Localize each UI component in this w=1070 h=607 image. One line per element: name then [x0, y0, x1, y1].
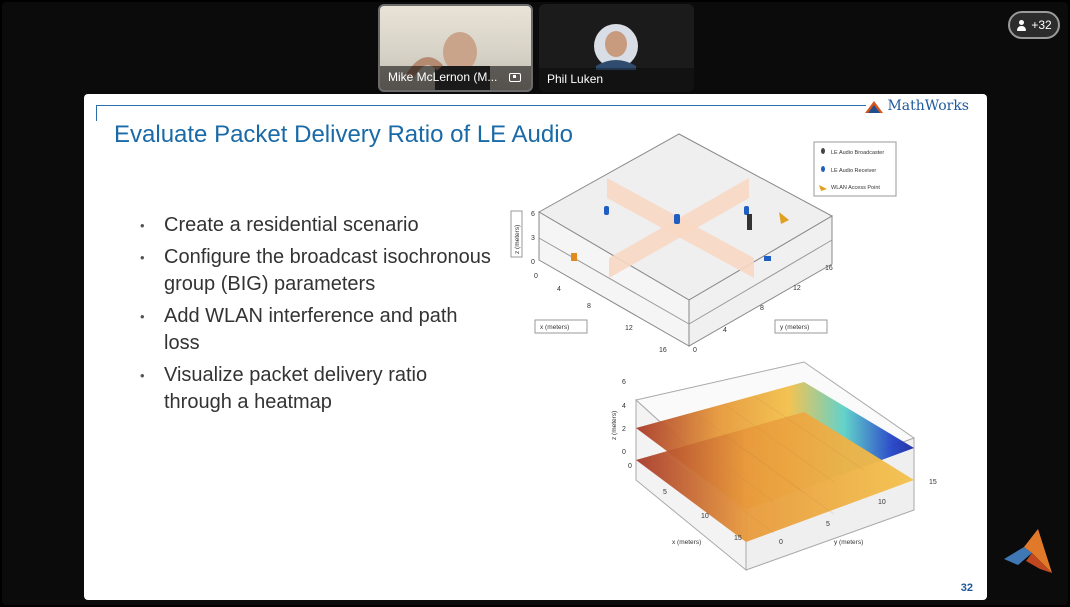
- receiver-device: [744, 206, 749, 215]
- face: [443, 32, 477, 72]
- access-point-legend-icon: [819, 185, 827, 191]
- floor-line: [538, 237, 690, 325]
- y-tick: 0: [693, 347, 697, 354]
- z-tick: 6: [531, 211, 535, 218]
- side-wall: [688, 215, 833, 347]
- receiver-device: [764, 256, 771, 261]
- floor-line: [688, 239, 833, 325]
- access-point-device: [571, 253, 577, 261]
- x-tick: 8: [587, 303, 591, 310]
- participant-name: Phil Luken: [547, 72, 604, 86]
- receiver-device: [674, 214, 680, 224]
- x-tick: 16: [659, 347, 667, 354]
- x-tick: 10: [701, 513, 709, 520]
- name-bar: [539, 68, 694, 92]
- y-axis-label: y (meters): [834, 539, 863, 546]
- broadcaster-legend-icon: [821, 148, 825, 154]
- receiver-legend-icon: [821, 166, 825, 172]
- scene-legend: [813, 141, 897, 197]
- video-tile-mike[interactable]: Mike McLernon (M...: [378, 4, 533, 92]
- y-tick: 10: [878, 499, 886, 506]
- x-tick: 0: [534, 273, 538, 280]
- x-axis-label: x (meters): [672, 539, 701, 546]
- x-tick: 5: [663, 489, 667, 496]
- screen-share-icon: [509, 73, 521, 82]
- y-axis-label: y (meters): [780, 324, 809, 331]
- participant-name: Mike McLernon (M...: [388, 70, 498, 84]
- z-tick: 4: [622, 403, 626, 410]
- z-tick: 6: [622, 379, 626, 386]
- y-tick: 0: [779, 539, 783, 546]
- grid-lines: [663, 395, 865, 534]
- matlab-logo-icon: [1004, 529, 1052, 573]
- video-tile-phil[interactable]: Phil Luken: [539, 4, 694, 92]
- legend-label: LE Audio Receiver: [831, 168, 876, 174]
- y-tick: 15: [929, 479, 937, 486]
- torso: [596, 60, 636, 70]
- person-icon: [1016, 19, 1027, 31]
- logo-text: MathWorks: [887, 98, 969, 114]
- interior-wall: [609, 178, 749, 278]
- y-label-box: [774, 319, 828, 334]
- x-tick: 0: [628, 463, 632, 470]
- pdr-heatmap: 6 4 2 0 z (meters) 0 5 10 15 x (meters) …: [611, 361, 937, 572]
- heatmap-lower-layer: [636, 412, 914, 542]
- participants-button[interactable]: +32: [1008, 11, 1060, 39]
- z-axis-label: z (meters): [611, 411, 618, 440]
- participant-video: [594, 24, 638, 70]
- page-number: 32: [960, 582, 973, 594]
- z-tick: 2: [622, 426, 626, 433]
- y-tick: 5: [826, 521, 830, 528]
- y-tick: 16: [825, 265, 833, 272]
- z-label-box: [510, 210, 523, 258]
- header-rule-tick: [96, 105, 97, 121]
- legend-label: WLAN Access Point: [831, 185, 880, 191]
- z-tick: 0: [531, 259, 535, 266]
- y-tick: 4: [723, 327, 727, 334]
- shared-slide: MathWorks Evaluate Packet Delivery Ratio…: [84, 94, 987, 600]
- face: [605, 31, 627, 57]
- y-tick: 12: [793, 285, 801, 292]
- bullet-item: Configure the broadcast isochronous grou…: [136, 244, 496, 298]
- z-tick: 3: [531, 235, 535, 242]
- slide-title: Evaluate Packet Delivery Ratio of LE Aud…: [114, 121, 573, 148]
- access-point-device: [779, 212, 789, 224]
- bullet-item: Visualize packet delivery ratio through …: [136, 362, 496, 416]
- receiver-device: [604, 206, 609, 215]
- bullet-item: Add WLAN interference and path loss: [136, 303, 496, 357]
- x-tick: 15: [734, 535, 742, 542]
- participant-count: +32: [1031, 18, 1052, 32]
- x-tick: 4: [557, 286, 561, 293]
- x-label-box: [534, 319, 588, 334]
- x-axis-label: x (meters): [540, 324, 569, 331]
- y-tick: 8: [760, 305, 764, 312]
- scenario-scene: LE Audio Broadcaster LE Audio Receiver W…: [510, 133, 897, 354]
- z-tick: 0: [622, 449, 626, 456]
- broadcaster-device: [747, 214, 752, 230]
- x-tick: 12: [625, 325, 633, 332]
- mathworks-logo: MathWorks: [865, 98, 969, 114]
- membrane-icon: [865, 99, 884, 113]
- bullet-item: Create a residential scenario: [136, 212, 496, 239]
- bullet-list: Create a residential scenario Configure …: [136, 212, 496, 421]
- name-bar: [380, 66, 531, 90]
- z-axis-label: z (meters): [514, 225, 521, 254]
- header-rule: [96, 105, 866, 106]
- legend-label: LE Audio Broadcaster: [831, 150, 884, 156]
